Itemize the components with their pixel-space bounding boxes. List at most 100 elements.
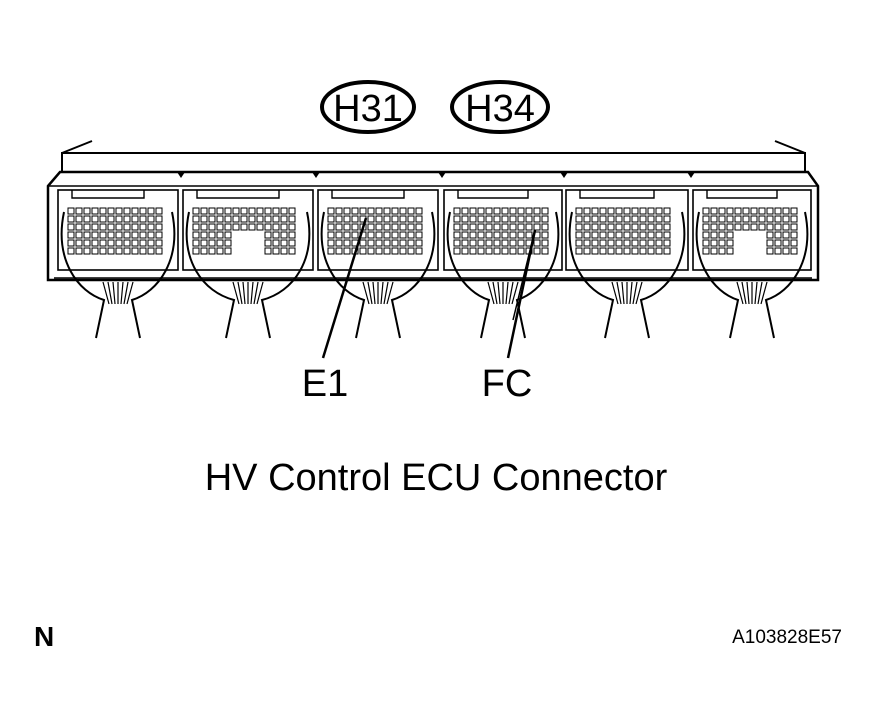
- socket-4-pin: [509, 223, 517, 231]
- socket-2-pin: [288, 207, 296, 215]
- socket-4-pin: [485, 239, 493, 247]
- socket-3-pin: [367, 247, 375, 255]
- socket-2-pin: [192, 207, 200, 215]
- socket-3-pin: [351, 231, 359, 239]
- socket-2-pin: [256, 207, 264, 215]
- socket-5-pin: [655, 231, 663, 239]
- socket-5-pin: [639, 207, 647, 215]
- socket-6-pin: [766, 247, 774, 255]
- socket-6-pin: [774, 247, 782, 255]
- socket-5-pin: [583, 207, 591, 215]
- socket-5-pin: [607, 207, 615, 215]
- socket-5-pin: [615, 207, 623, 215]
- socket-5-pin: [647, 231, 655, 239]
- socket-6-pin: [766, 223, 774, 231]
- socket-3-wire: [383, 281, 389, 305]
- socket-6-wire: [736, 281, 744, 305]
- socket-3-pin: [367, 215, 375, 223]
- connector-h31-ellipse: [320, 80, 416, 134]
- socket-2-pin: [240, 207, 248, 215]
- socket-1-pin: [99, 215, 107, 223]
- socket-6-pin: [766, 207, 774, 215]
- socket-3-pin: [359, 239, 367, 247]
- socket-4-pin: [517, 223, 525, 231]
- socket-2-pin: [280, 231, 288, 239]
- divider-marker: [312, 172, 320, 178]
- socket-1-pin: [131, 223, 139, 231]
- socket-1-pin: [147, 207, 155, 215]
- socket-5-pin: [615, 239, 623, 247]
- socket-1-harness: [60, 211, 176, 339]
- socket-3-wire: [367, 281, 373, 305]
- socket-4-pin: [501, 231, 509, 239]
- socket-4-latch: [457, 190, 529, 199]
- socket-1-pin: [155, 207, 163, 215]
- socket-2-pin: [272, 207, 280, 215]
- socket-2-pin: [224, 207, 232, 215]
- socket-1-pin: [75, 215, 83, 223]
- socket-4-pin: [501, 207, 509, 215]
- socket-2-pin: [200, 247, 208, 255]
- socket-1-wire: [112, 281, 116, 305]
- socket-3-pin: [415, 239, 423, 247]
- socket-5-pin: [591, 231, 599, 239]
- socket-5-pin: [575, 215, 583, 223]
- socket-1-wire: [120, 281, 124, 305]
- socket-2-pin: [200, 207, 208, 215]
- socket-6-pin: [710, 207, 718, 215]
- socket-3-pin: [383, 207, 391, 215]
- socket-1-pin: [67, 223, 75, 231]
- socket-4-pin: [453, 215, 461, 223]
- socket-5-wire: [621, 281, 625, 305]
- socket-4-pin: [469, 223, 477, 231]
- socket-4-harness: [446, 211, 560, 339]
- socket-6-pin: [774, 239, 782, 247]
- socket-4-pin: [501, 239, 509, 247]
- socket-5-pin: [655, 215, 663, 223]
- socket-5-pin: [663, 247, 671, 255]
- socket-4-pin: [525, 215, 533, 223]
- socket-4-pin: [509, 215, 517, 223]
- socket-2-pin: [272, 247, 280, 255]
- socket-3-pin: [367, 231, 375, 239]
- socket-3-pin: [327, 231, 335, 239]
- e1-leader-line: [321, 217, 368, 359]
- socket-3-pin: [399, 247, 407, 255]
- socket-5-pin: [607, 231, 615, 239]
- socket-3-pin: [359, 247, 367, 255]
- socket-4-pin: [501, 215, 509, 223]
- divider-marker: [438, 172, 446, 178]
- socket-5-pin: [583, 223, 591, 231]
- socket-3-pin: [327, 223, 335, 231]
- socket-5-pin: [631, 215, 639, 223]
- socket-4-pin: [509, 231, 517, 239]
- divider-marker: [177, 172, 185, 178]
- socket-4-pin: [517, 215, 525, 223]
- socket-4-wire: [492, 281, 498, 305]
- connector-h31-label: H31: [333, 88, 403, 130]
- socket-1-pin: [115, 215, 123, 223]
- socket-3-pin: [335, 207, 343, 215]
- socket-5-wire: [611, 281, 619, 305]
- socket-1-pin: [139, 231, 147, 239]
- socket-2-wire: [242, 281, 246, 305]
- socket-4-pin: [501, 223, 509, 231]
- socket-6-frame: [692, 189, 812, 271]
- socket-5-pin: [599, 215, 607, 223]
- socket-6-pin: [702, 223, 710, 231]
- socket-5-pin: [607, 239, 615, 247]
- socket-3-pin: [399, 223, 407, 231]
- socket-2-pin: [216, 231, 224, 239]
- socket-6-pin: [734, 223, 742, 231]
- diagram-caption: HV Control ECU Connector: [205, 457, 668, 499]
- socket-3-pin: [343, 247, 351, 255]
- socket-2-pin: [216, 215, 224, 223]
- socket-1-pin: [107, 239, 115, 247]
- socket-3-pin: [375, 231, 383, 239]
- socket-6-pin: [726, 239, 734, 247]
- socket-4-pin: [525, 207, 533, 215]
- socket-4-wire: [497, 281, 501, 305]
- socket-5-pin: [607, 247, 615, 255]
- socket-5-pin: [623, 215, 631, 223]
- connector-h34-ellipse: [450, 80, 550, 134]
